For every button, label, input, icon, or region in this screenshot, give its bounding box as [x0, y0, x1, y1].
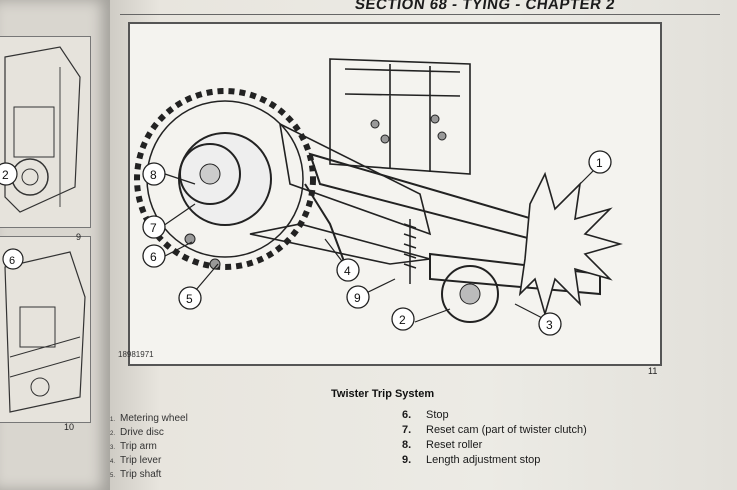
small-bolts: [184, 114, 447, 270]
callout-4: 4: [336, 258, 360, 282]
left-figure-number-9: 9: [76, 232, 82, 242]
left-page: 2 6: [0, 0, 110, 490]
twister-trip-system-drawing: 1 2 3 4 5 6 7 8: [134, 58, 623, 336]
callout-5-label: 5: [186, 292, 193, 306]
legend-item: 5.Trip shaft: [110, 469, 162, 480]
legend-item: 3.Trip arm: [110, 441, 157, 452]
legend-item: 6.Stop: [402, 409, 449, 421]
drive-gear: [134, 88, 316, 270]
callout-2-label: 2: [399, 313, 406, 327]
figure-id: 18981971: [118, 350, 154, 359]
left-callout-6-circle: [2, 248, 24, 270]
figure-frame: 1 2 3 4 5 6 7 8: [128, 22, 662, 366]
figure-number: 11: [648, 366, 658, 376]
figure-caption: Twister Trip System: [331, 388, 435, 400]
adjustment-bolt: [403, 219, 417, 284]
left-figure-10: 6: [0, 236, 91, 423]
left-figure-number-10: 10: [64, 422, 75, 432]
legend-item: 7.Reset cam (part of twister clutch): [402, 424, 587, 436]
callout-1-label: 1: [596, 156, 603, 170]
left-figure-9: 2: [0, 36, 91, 228]
left-callout-6: 6: [9, 255, 15, 267]
callout-6: 6: [142, 244, 166, 268]
metering-wheel: [518, 171, 623, 317]
callout-5: 5: [178, 286, 202, 310]
callout-9-label: 9: [354, 291, 361, 305]
legend-item: 2.Drive disc: [110, 427, 164, 438]
legend-right: 6.Stop 7.Reset cam (part of twister clut…: [402, 408, 587, 468]
legend-item: 8.Reset roller: [402, 439, 483, 451]
callout-1: 1: [588, 150, 612, 174]
callout-7-label: 7: [150, 221, 157, 235]
legend-item: 1.Metering wheel: [110, 413, 188, 424]
header-rule: [120, 14, 720, 15]
left-figure-10-drawing: 6: [2, 248, 86, 413]
callout-9: 9: [346, 285, 370, 309]
callout-7: 7: [142, 215, 166, 239]
left-figure-9-drawing: 2: [0, 46, 81, 213]
legend-item: 4.Trip lever: [110, 455, 162, 466]
callout-8: 8: [142, 162, 166, 186]
callout-8-label: 8: [150, 168, 157, 182]
legend-left: 1.Metering wheel 2.Drive disc 3.Trip arm…: [110, 412, 188, 482]
frame-structure: [249, 58, 471, 265]
callout-4-label: 4: [344, 264, 351, 278]
left-callout-2-circle: [0, 162, 18, 186]
page-header: SECTION 68 - TYING - CHAPTER 2: [353, 0, 617, 13]
callout-6-label: 6: [150, 250, 157, 264]
callout-3-label: 3: [546, 318, 553, 332]
callout-3: 3: [538, 312, 562, 336]
left-callout-2: 2: [2, 168, 9, 182]
drive-disc: [441, 265, 499, 323]
legend-item: 9.Length adjustment stop: [402, 454, 541, 466]
callout-2: 2: [391, 307, 415, 331]
